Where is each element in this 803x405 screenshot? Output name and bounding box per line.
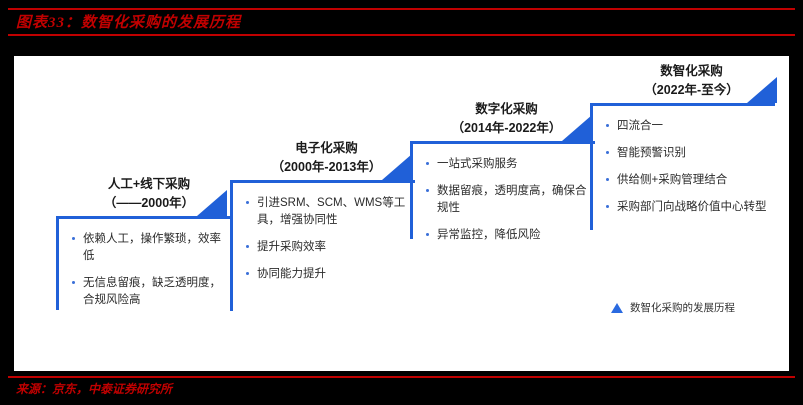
- header-rule-bottom: [8, 34, 795, 36]
- stage-1-title-group: 人工+线下采购 （——2000年）: [69, 175, 229, 213]
- bullet-item: 无信息留痕，缺乏透明度，合规风险高: [71, 275, 231, 309]
- stage-1-bracket-top: [56, 216, 230, 219]
- triangle-marker-icon: [611, 302, 623, 313]
- bullet-item: 数据留痕，透明度高，确保合规性: [425, 183, 593, 217]
- stage-4-bracket-top: [590, 103, 775, 106]
- stage-2-bracket-top: [230, 180, 415, 183]
- stage-1-arrow-icon: [197, 190, 227, 216]
- bullet-item: 依赖人工，操作繁琐，效率低: [71, 231, 231, 265]
- stage-4-arrow-icon: [747, 77, 777, 103]
- stage-1-period: （——2000年）: [103, 196, 195, 210]
- stage-2-bracket-left: [230, 180, 233, 311]
- stage-4-bullets: 四流合一 智能预警识别 供给侧+采购管理结合 采购部门向战略价值中心转型: [605, 118, 773, 226]
- bullet-item: 提升采购效率: [245, 239, 413, 256]
- bullet-item: 采购部门向战略价值中心转型: [605, 199, 773, 216]
- stage-1-bullets: 依赖人工，操作繁琐，效率低 无信息留痕，缺乏透明度，合规风险高: [71, 231, 231, 319]
- bullet-item: 智能预警识别: [605, 145, 773, 162]
- bullet-item: 供给侧+采购管理结合: [605, 172, 773, 189]
- stage-3-bracket-top: [410, 141, 595, 144]
- stage-3-period: （2014年-2022年）: [451, 121, 562, 135]
- page-title: 图表33：数智化采购的发展历程: [16, 15, 242, 31]
- stage-4-title-group: 数智化采购 （2022年-至今）: [604, 62, 779, 100]
- stage-2-title: 电子化采购: [295, 141, 358, 155]
- stage-2-title-group: 电子化采购 （2000年-2013年）: [239, 139, 414, 177]
- bullet-item: 协同能力提升: [245, 266, 413, 283]
- footer-rule: [8, 376, 795, 378]
- legend-label: 数智化采购的发展历程: [630, 302, 735, 314]
- bullet-item: 引进SRM、SCM、WMS等工具，增强协同性: [245, 195, 413, 229]
- header-rule-top: [8, 8, 795, 10]
- stage-3-arrow-icon: [562, 115, 592, 141]
- stage-4-period: （2022年-至今）: [644, 83, 739, 97]
- chart-footer: 来源：京东，中泰证券研究所: [0, 376, 803, 405]
- diagram-canvas: 人工+线下采购 （——2000年） 依赖人工，操作繁琐，效率低 无信息留痕，缺乏…: [14, 56, 789, 371]
- stage-4-bracket-left: [590, 103, 593, 230]
- stage-1-bracket-left: [56, 216, 59, 310]
- chart-header: 图表33：数智化采购的发展历程: [0, 8, 803, 38]
- bullet-item: 一站式采购服务: [425, 156, 593, 173]
- stage-3-bracket-left: [410, 141, 413, 239]
- stage-3-title: 数字化采购: [475, 102, 538, 116]
- stage-3-bullets: 一站式采购服务 数据留痕，透明度高，确保合规性 异常监控，降低风险: [425, 156, 593, 254]
- stage-3-title-group: 数字化采购 （2014年-2022年）: [419, 100, 594, 138]
- stage-1-title: 人工+线下采购: [107, 177, 191, 191]
- stage-4-title: 数智化采购: [660, 64, 723, 78]
- stage-2-period: （2000年-2013年）: [271, 160, 382, 174]
- legend: 数智化采购的发展历程: [611, 300, 735, 315]
- stage-2-arrow-icon: [382, 154, 412, 180]
- stage-2-bullets: 引进SRM、SCM、WMS等工具，增强协同性 提升采购效率 协同能力提升: [245, 195, 413, 293]
- source-note: 来源：京东，中泰证券研究所: [16, 382, 173, 396]
- bullet-item: 异常监控，降低风险: [425, 227, 593, 244]
- bullet-item: 四流合一: [605, 118, 773, 135]
